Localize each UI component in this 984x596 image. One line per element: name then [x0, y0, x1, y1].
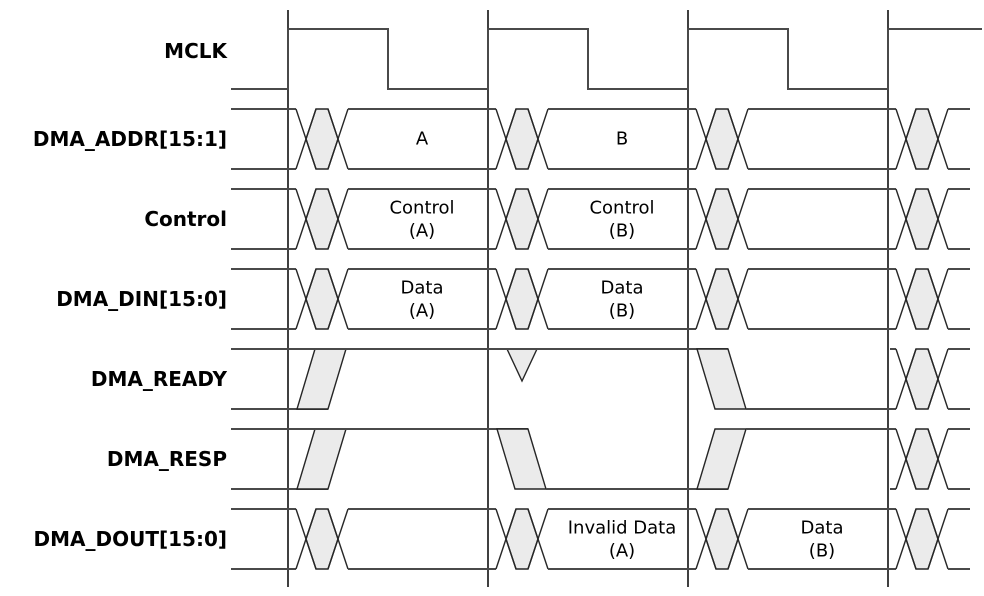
- clock-waveform: [231, 28, 982, 90]
- rise-transition-window: [296, 428, 347, 490]
- bus-value-label: (B): [809, 541, 835, 562]
- bus-value-label: (A): [409, 301, 435, 322]
- bus-value-label: Data: [601, 278, 644, 299]
- bus-value-label: (A): [609, 541, 635, 562]
- transition-edge: [295, 108, 317, 170]
- transition-edge: [495, 508, 517, 570]
- transition-edge: [727, 188, 749, 250]
- transition-edge: [927, 188, 949, 250]
- transition-edge: [327, 268, 349, 330]
- bus-unknown-hexagon: [905, 348, 939, 410]
- transition-edge: [927, 428, 949, 490]
- transition-edge: [327, 508, 349, 570]
- signal-name-mclk: MCLK: [164, 39, 228, 63]
- transition-edge: [727, 508, 749, 570]
- bus-unknown-hexagon: [905, 508, 939, 570]
- signal-name-dma-din-15-0: DMA_DIN[15:0]: [56, 287, 227, 311]
- signal-name-dma-addr-15-1: DMA_ADDR[15:1]: [33, 127, 227, 151]
- bus-unknown-hexagon: [705, 108, 739, 170]
- transition-edge: [895, 188, 917, 250]
- rise-transition-window: [696, 428, 747, 490]
- transition-edge: [295, 188, 317, 250]
- bus-unknown-hexagon: [305, 268, 339, 330]
- bus-value-label: Control: [389, 198, 454, 219]
- transition-edge: [495, 188, 517, 250]
- transition-edge: [295, 508, 317, 570]
- transition-edge: [695, 508, 717, 570]
- transition-edge: [727, 108, 749, 170]
- fall-transition-window: [696, 348, 747, 410]
- transition-edge: [295, 268, 317, 330]
- bus-value-label: Invalid Data: [568, 518, 677, 539]
- signal-name-dma-resp: DMA_RESP: [107, 447, 227, 471]
- transition-edge: [695, 188, 717, 250]
- signal-name-dma-dout-15-0: DMA_DOUT[15:0]: [34, 527, 228, 551]
- bus-unknown-hexagon: [305, 188, 339, 250]
- bus-unknown-hexagon: [505, 508, 539, 570]
- bus-value-label: (B): [609, 221, 635, 242]
- transition-edge: [527, 108, 549, 170]
- signal-name-control: Control: [144, 207, 227, 231]
- transition-edge: [895, 508, 917, 570]
- bus-unknown-hexagon: [505, 268, 539, 330]
- transition-edge: [927, 508, 949, 570]
- bus-unknown-hexagon: [505, 108, 539, 170]
- bus-unknown-hexagon: [905, 428, 939, 490]
- transition-edge: [695, 108, 717, 170]
- transition-edge: [895, 348, 917, 410]
- transition-edge: [695, 268, 717, 330]
- bus-value-label: B: [616, 129, 628, 150]
- bus-value-label: Control: [589, 198, 654, 219]
- bus-unknown-hexagon: [505, 188, 539, 250]
- fall-transition-window: [496, 428, 547, 490]
- transition-edge: [495, 108, 517, 170]
- transition-edge: [895, 108, 917, 170]
- signal-name-dma-ready: DMA_READY: [91, 367, 228, 391]
- bus-unknown-hexagon: [305, 108, 339, 170]
- transition-edge: [327, 108, 349, 170]
- transition-edge: [327, 188, 349, 250]
- bus-value-label: (A): [409, 221, 435, 242]
- transition-edge: [927, 348, 949, 410]
- bus-unknown-hexagon: [705, 508, 739, 570]
- transition-edge: [527, 188, 549, 250]
- transition-edge: [895, 268, 917, 330]
- bus-unknown-hexagon: [705, 268, 739, 330]
- transition-edge: [895, 428, 917, 490]
- bus-value-label: (B): [609, 301, 635, 322]
- transition-edge: [527, 508, 549, 570]
- bus-value-label: Data: [401, 278, 444, 299]
- bus-unknown-hexagon: [305, 508, 339, 570]
- bus-unknown-hexagon: [905, 108, 939, 170]
- transition-edge: [927, 108, 949, 170]
- bus-unknown-hexagon: [905, 188, 939, 250]
- glitch-dip: [505, 348, 539, 383]
- transition-edge: [527, 268, 549, 330]
- bus-unknown-hexagon: [705, 188, 739, 250]
- bus-unknown-hexagon: [905, 268, 939, 330]
- rise-transition-window: [296, 348, 347, 410]
- bus-value-label: A: [416, 129, 429, 150]
- transition-edge: [727, 268, 749, 330]
- bus-value-label: Data: [801, 518, 844, 539]
- transition-edge: [927, 268, 949, 330]
- transition-edge: [495, 268, 517, 330]
